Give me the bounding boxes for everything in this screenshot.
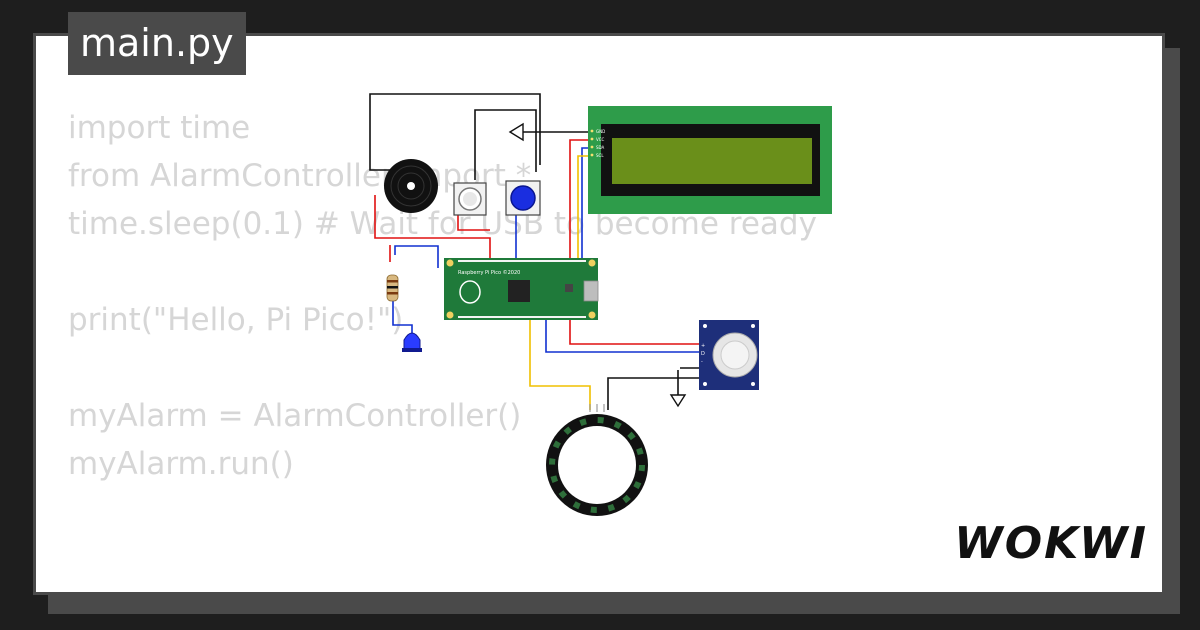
blue-wires (392, 147, 700, 353)
pico-header-pins (446, 259, 596, 319)
code-line: myAlarm = AlarmController() (68, 398, 522, 434)
code-line: import time (68, 110, 251, 146)
red-wires (374, 139, 700, 345)
ground-icon (669, 394, 687, 408)
resistor (386, 274, 399, 302)
pir-motion-sensor: + D - (699, 320, 759, 390)
buzzer (384, 159, 438, 213)
yellow-wires (529, 155, 591, 410)
lcd-pin-label: SCL (596, 153, 604, 158)
wire-buffer-symbol (508, 122, 524, 142)
pico-pin-row-top (458, 260, 586, 262)
wokwi-logo: WOKWI (954, 518, 1148, 569)
white-pushbutton (453, 182, 487, 216)
rp2040-chip (508, 280, 530, 302)
ring-connector-pins (589, 404, 605, 412)
pir-pin-label: D (701, 351, 705, 357)
file-tab[interactable]: main.py (68, 12, 246, 75)
blue-pushbutton (505, 180, 541, 216)
lcd-pin-dots (590, 129, 594, 157)
lcd-pin-label: VCC (596, 137, 605, 142)
raspberry-logo-icon (459, 280, 481, 304)
neopixel-ring (546, 404, 648, 516)
usb-connector (583, 280, 599, 302)
blue-led (402, 332, 422, 352)
lcd-pin-label: SDA (596, 145, 605, 150)
pir-pin-label: - (701, 359, 703, 365)
pico-pin-row-bottom (458, 316, 586, 318)
pico-board: Raspberry Pi Pico ©2020 (444, 258, 599, 320)
pir-pin-label: + (701, 343, 705, 349)
black-wires (369, 93, 700, 410)
code-line: myAlarm.run() (68, 446, 294, 482)
lcd-pin-label: GND (596, 129, 605, 134)
code-line: time.sleep(0.1) # Wait for USB to become… (68, 206, 817, 242)
pico-silk-label: Raspberry Pi Pico ©2020 (458, 269, 520, 276)
lcd-display: GND VCC SDA SCL (588, 106, 832, 214)
code-line: print("Hello, Pi Pico!") (68, 302, 404, 338)
